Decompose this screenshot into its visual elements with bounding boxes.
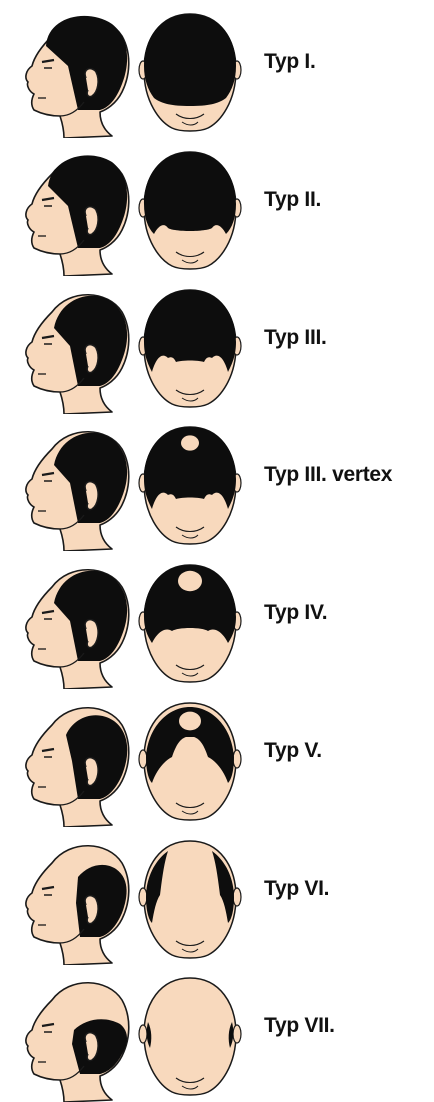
vertex-bald-spot: [181, 436, 199, 451]
stage-label: Typ VI.: [264, 877, 329, 901]
side-view-illustration: [8, 419, 132, 551]
ear: [85, 620, 98, 648]
side-view-illustration: [8, 144, 132, 276]
stage-label: Typ II.: [264, 188, 321, 212]
stage-label: Typ I.: [264, 50, 315, 74]
stage-label: Typ III.: [264, 326, 327, 350]
ear: [85, 69, 98, 97]
top-view-illustration: [138, 561, 242, 685]
side-view-illustration: [8, 557, 132, 689]
left-ear: [139, 750, 147, 768]
stage-row: Typ II.: [0, 138, 434, 276]
side-view-illustration: [8, 970, 132, 1102]
stage-row: Typ VI.: [0, 827, 434, 965]
ear: [85, 482, 98, 510]
head-top: [144, 978, 236, 1095]
top-view-illustration: [138, 286, 242, 410]
vertex-bald-spot: [179, 711, 201, 730]
stage-label: Typ IV.: [264, 601, 327, 625]
ear: [85, 1033, 98, 1061]
top-view-illustration: [138, 423, 242, 547]
top-view-illustration: [138, 837, 242, 961]
side-view-illustration: [8, 6, 132, 138]
hair-top: [144, 14, 236, 106]
stage-row: Typ VII.: [0, 964, 434, 1102]
right-ear: [233, 888, 241, 906]
top-view-illustration: [138, 699, 242, 823]
ear: [85, 206, 98, 234]
vertex-bald-spot: [178, 571, 202, 591]
ear: [85, 895, 98, 923]
ear: [85, 344, 98, 372]
top-view-illustration: [138, 148, 242, 272]
hair-side: [72, 1019, 127, 1074]
stage-row: Typ III.: [0, 276, 434, 414]
stage-label: Typ VII.: [264, 1014, 335, 1038]
side-view-illustration: [8, 695, 132, 827]
side-view-illustration: [8, 833, 132, 965]
hair-top: [144, 152, 236, 234]
stage-row: Typ V.: [0, 689, 434, 827]
left-ear: [139, 888, 147, 906]
head-top: [144, 841, 236, 958]
top-view-illustration: [138, 974, 242, 1098]
stage-row: Typ III. vertex: [0, 413, 434, 551]
right-ear: [233, 750, 241, 768]
stage-label: Typ III. vertex: [264, 463, 392, 487]
stage-row: Typ IV.: [0, 551, 434, 689]
top-view-illustration: [138, 10, 242, 134]
right-ear: [233, 1025, 241, 1043]
stage-label: Typ V.: [264, 739, 322, 763]
left-ear: [139, 1025, 147, 1043]
stage-row: Typ I.: [0, 0, 434, 138]
side-view-illustration: [8, 282, 132, 414]
hair-side: [76, 864, 127, 936]
ear: [85, 757, 98, 785]
